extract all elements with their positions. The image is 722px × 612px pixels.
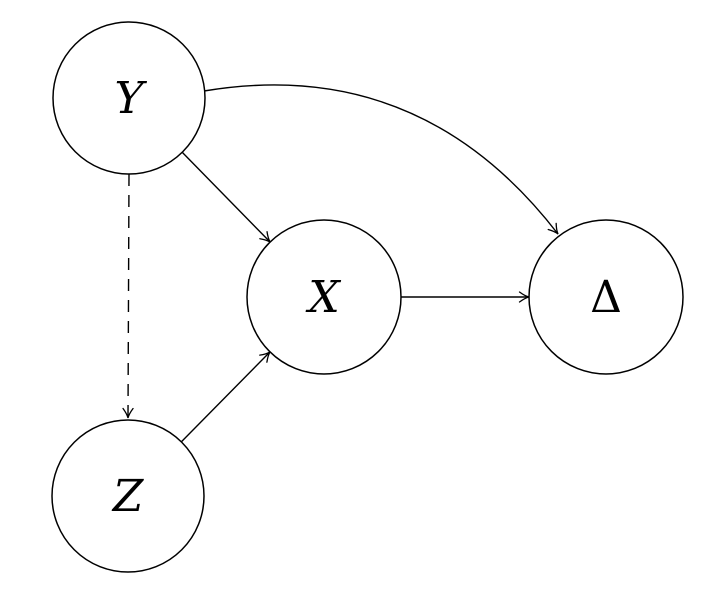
node-x-label: X [305,272,341,323]
node-delta-circle [528,219,684,375]
node-x: X [246,219,402,375]
node-y: Y [52,21,206,175]
edge-y-to-z [122,173,134,419]
edge-y-to-delta [203,84,559,235]
node-z: Z [51,419,205,573]
node-x-circle [246,219,402,375]
edge-y-to-x [181,151,271,243]
node-z-label: Z [111,471,145,522]
node-delta-label: Δ [590,272,622,323]
node-y-circle [52,21,206,175]
node-delta: Δ [528,219,684,375]
node-z-circle [51,419,205,573]
node-y-label: Y [114,73,147,124]
edge-z-to-x [180,351,271,443]
